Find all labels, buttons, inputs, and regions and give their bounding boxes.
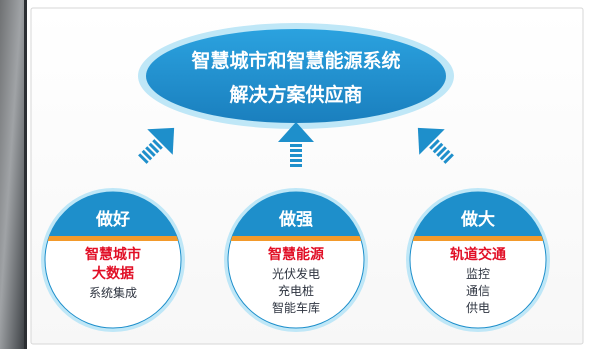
banner-title-line1: 智慧城市和智慧能源系统 <box>191 49 400 72</box>
up-right-arrow-icon <box>138 127 175 164</box>
circle-item-text: 智能车库 <box>272 300 320 315</box>
circle-orange-stripe <box>228 236 364 241</box>
circle-highlight-text: 大数据 <box>92 265 134 282</box>
circle-orange-stripe <box>45 236 181 241</box>
arrows <box>138 122 454 167</box>
circle-item-text: 光伏发电 <box>272 266 320 281</box>
circle-item-text: 监控 <box>466 267 490 281</box>
left-photo-border <box>24 0 27 349</box>
left-photo-strip <box>0 0 24 349</box>
circle-item-text: 充电桩 <box>278 283 314 298</box>
circle-highlight-text: 智慧城市 <box>84 246 141 263</box>
circle-header-text: 做好 <box>95 209 130 230</box>
circles: 做好智慧城市大数据系统集成做强智慧能源光伏发电充电桩智能车库做大轨道交通监控通信… <box>41 188 550 332</box>
banner-title-line2: 解决方案供应商 <box>229 83 362 106</box>
banner: 智慧城市和智慧能源系统 解决方案供应商 <box>138 23 454 129</box>
circle-header-text: 做强 <box>278 209 313 230</box>
circle-item-text: 供电 <box>466 301 490 315</box>
circle-highlight-text: 轨道交通 <box>450 246 506 263</box>
banner-oval <box>146 29 446 123</box>
circle-orange-stripe <box>410 236 546 241</box>
circle-header-text: 做大 <box>460 209 495 230</box>
up-arrow-icon <box>278 122 314 167</box>
up-left-arrow-icon <box>417 127 454 164</box>
circle-item-text: 通信 <box>466 284 490 298</box>
circle-item-text: 系统集成 <box>89 285 137 300</box>
circle-highlight-text: 智慧能源 <box>267 246 324 263</box>
